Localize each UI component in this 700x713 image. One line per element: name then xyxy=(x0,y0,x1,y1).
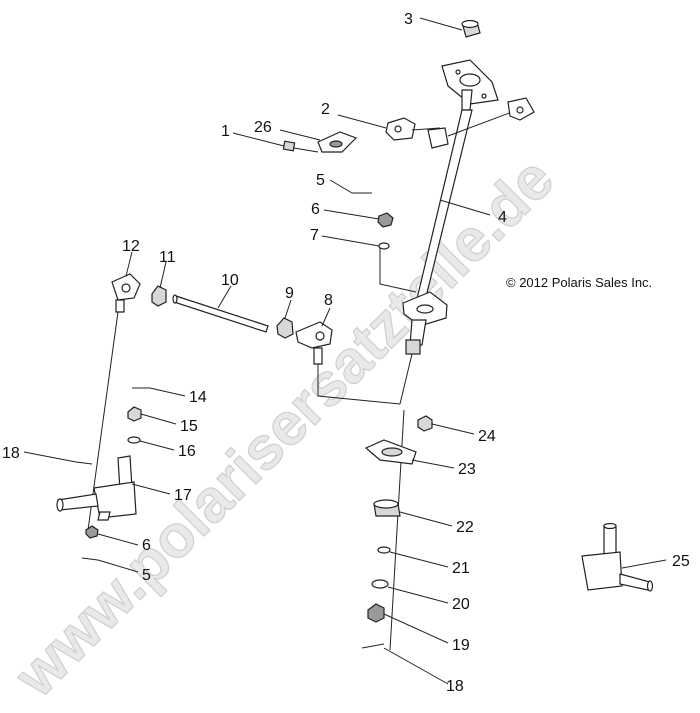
callout-19: 19 xyxy=(452,637,470,654)
copyright-notice: © 2012 Polaris Sales Inc. xyxy=(506,275,652,290)
callout-10: 10 xyxy=(221,272,239,289)
part-tie-rod-end-right xyxy=(295,321,333,365)
callout-22: 22 xyxy=(456,519,474,536)
part-steering-shaft xyxy=(402,59,499,355)
callout-16: 16 xyxy=(178,443,196,460)
callout-11: 11 xyxy=(159,249,176,266)
part-plate xyxy=(317,131,358,153)
part-washer-21 xyxy=(377,546,391,554)
part-washer-20 xyxy=(371,579,389,589)
callout-2: 2 xyxy=(321,101,330,118)
part-tie-rod xyxy=(172,294,269,333)
part-gasket xyxy=(364,439,417,465)
callout-labels: 3 2 1 26 5 6 7 4 12 11 10 9 8 14 15 16 1… xyxy=(2,11,690,695)
callout-6-lower: 6 xyxy=(142,537,151,554)
callout-1: 1 xyxy=(221,123,230,140)
callout-17: 17 xyxy=(174,487,192,504)
part-cap xyxy=(461,19,481,38)
callout-14: 14 xyxy=(189,389,207,406)
part-nut-19 xyxy=(367,603,385,623)
part-nut-24 xyxy=(417,415,433,432)
callout-7: 7 xyxy=(310,227,319,244)
part-bolt xyxy=(282,140,319,153)
callout-5: 5 xyxy=(316,172,325,189)
part-nut-lower xyxy=(85,525,99,539)
callout-5-lower: 5 xyxy=(142,567,151,584)
callout-26: 26 xyxy=(254,119,272,136)
part-bushing xyxy=(373,499,401,517)
callout-9: 9 xyxy=(285,285,294,302)
callout-6: 6 xyxy=(311,201,320,218)
callout-18-bottom: 18 xyxy=(446,678,464,695)
part-spindle-left xyxy=(56,455,137,521)
leader-lines xyxy=(23,17,667,685)
part-nut xyxy=(377,212,394,228)
callout-24: 24 xyxy=(478,428,496,445)
callout-8: 8 xyxy=(324,292,333,309)
part-spindle-right xyxy=(581,522,654,592)
part-cotter-pin-bottom xyxy=(361,643,385,649)
callout-4: 4 xyxy=(498,209,507,226)
callout-12: 12 xyxy=(122,238,140,255)
part-cotter-pin-lower xyxy=(81,557,99,561)
callout-21: 21 xyxy=(452,560,470,577)
callout-20: 20 xyxy=(452,596,470,613)
part-bracket xyxy=(385,97,535,149)
callout-3: 3 xyxy=(404,11,413,28)
part-tie-rod-end-left xyxy=(111,273,141,313)
part-jam-nut xyxy=(151,285,167,307)
callout-23: 23 xyxy=(458,461,476,478)
part-cotter-pin-18 xyxy=(75,461,93,465)
part-washer-left xyxy=(127,436,141,444)
callout-25: 25 xyxy=(672,553,690,570)
part-nut-left xyxy=(127,406,142,422)
part-jam-nut-right xyxy=(276,317,294,339)
callout-15: 15 xyxy=(180,418,198,435)
callout-18: 18 xyxy=(2,445,20,462)
